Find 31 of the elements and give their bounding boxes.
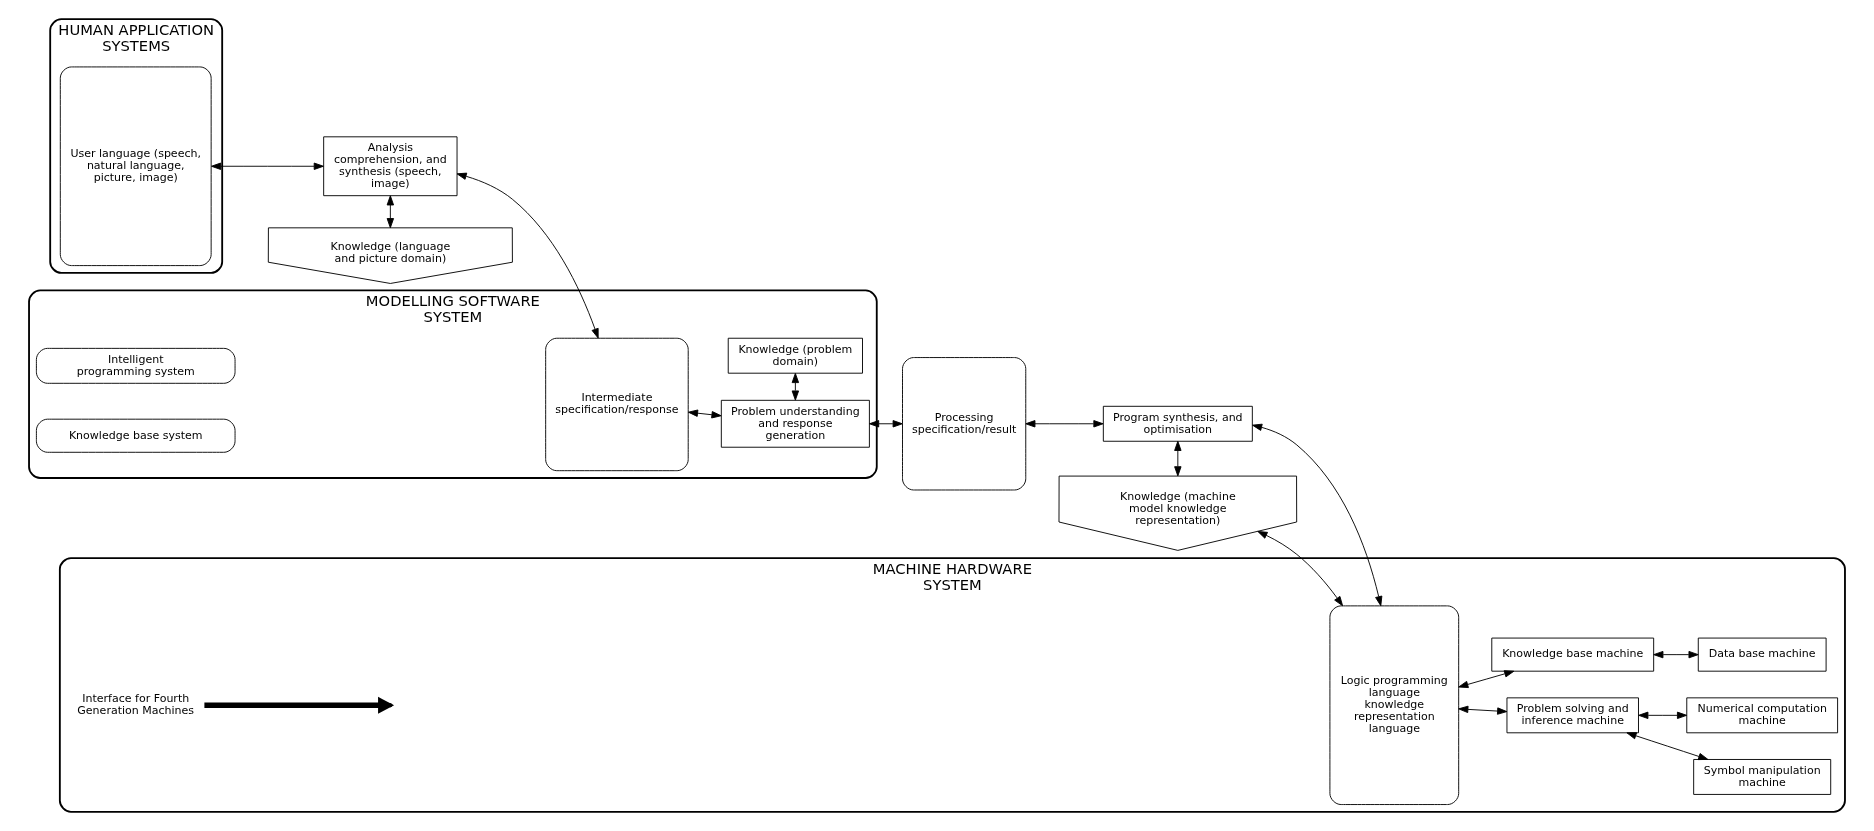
- arrow: [1025, 420, 1104, 428]
- arrow: [687, 409, 722, 419]
- arrow: [791, 372, 800, 401]
- arrow: [1626, 732, 1709, 761]
- arrow: [386, 195, 395, 229]
- arrow: [1638, 711, 1688, 719]
- node-text: Interface for Fourth Generation Machines: [77, 692, 195, 718]
- node-box: Processing specification/result: [902, 357, 1027, 491]
- node-box: Knowledge base machine: [1491, 637, 1655, 672]
- node-box: Problem solving and inference machine: [1506, 697, 1639, 734]
- arrow: [1653, 650, 1699, 659]
- arrow: [1252, 423, 1383, 607]
- node-box: Data base machine: [1697, 637, 1827, 672]
- node-box: Intelligent programming system: [35, 347, 236, 384]
- arrow: [1458, 670, 1515, 689]
- arrow: [211, 162, 324, 170]
- node-box: User language (speech, natural language, picture, image): [59, 66, 212, 267]
- node-box: Program synthesis, and optimisation: [1102, 405, 1253, 442]
- node-box: Symbol manipulation machine: [1693, 759, 1832, 795]
- node-box: Analysis comprehension, and synthesis (speech, image): [323, 136, 458, 197]
- arrow: [869, 420, 903, 428]
- arrow: [1257, 530, 1344, 607]
- arrow: [456, 172, 599, 339]
- node-box: Numerical computation machine: [1686, 697, 1839, 734]
- node-box: Knowledge base system: [35, 418, 236, 453]
- node-box: Problem understanding and response generation: [720, 399, 870, 448]
- arrow: [1174, 440, 1182, 477]
- arrow: [1458, 705, 1508, 715]
- node-box: Intermediate specification/response: [545, 337, 689, 472]
- node-box: Logic programming language knowledge representation language: [1329, 605, 1460, 805]
- node-box: Knowledge (problem domain): [727, 337, 863, 374]
